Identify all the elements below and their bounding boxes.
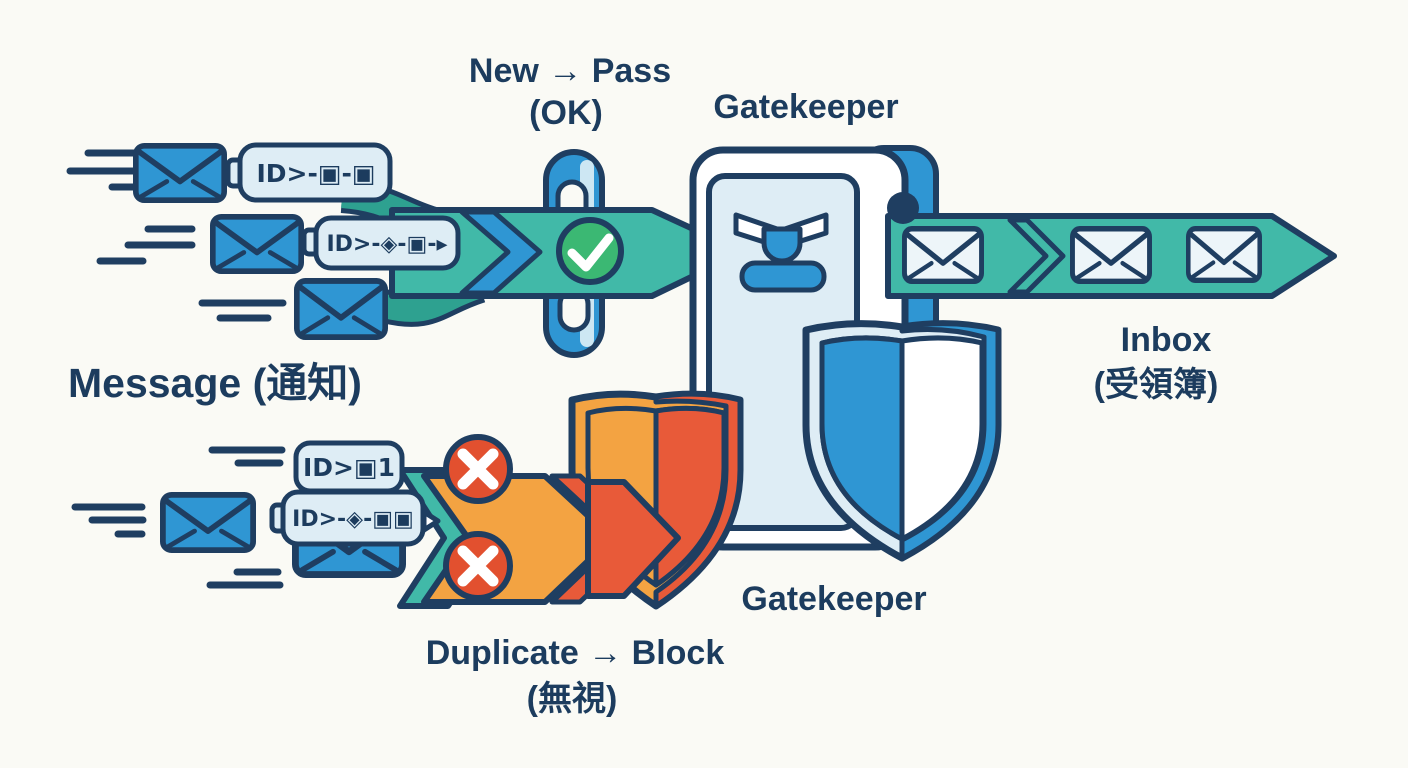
id-tag-label: ID>-◈-▣▣ — [292, 507, 414, 532]
envelope-icon — [1188, 229, 1259, 281]
label-gatekeeper-top: Gatekeeper — [713, 88, 898, 126]
envelope-icon — [904, 229, 981, 282]
label-inbox-ja: (受領簿) — [1094, 365, 1219, 404]
envelope-icon — [213, 217, 301, 271]
id-tag-top-second: ID>-◈-▣-▸ — [301, 215, 461, 271]
id-tag-top-first: ID>-▣-▣ — [225, 142, 393, 203]
tag-pointer-icon — [421, 509, 441, 533]
label-ok: (OK) — [529, 94, 603, 132]
check-badge — [556, 217, 624, 285]
check-icon — [567, 233, 614, 272]
id-tag-bottom-first: ID>▣1 — [293, 440, 405, 494]
label-inbox: Inbox — [1121, 321, 1212, 359]
speed-lines-bottom — [71, 446, 286, 589]
envelope-icon — [163, 495, 253, 550]
id-tag-label: ID>-▣-▣ — [257, 159, 376, 188]
label-ignore-ja: (無視) — [527, 680, 618, 718]
x-icon — [457, 545, 499, 587]
shield-left-half — [819, 335, 905, 542]
label-duplicate-block: Duplicate → Block — [426, 634, 725, 672]
block-badge-top — [443, 434, 513, 504]
chevron-icon — [459, 209, 543, 296]
shield-rim — [899, 321, 1001, 561]
label-new-pass: New → Pass — [469, 52, 671, 90]
shield-rim — [653, 391, 743, 609]
chevron-icon — [1007, 217, 1066, 295]
id-tag-label: ID>-◈-▣-▸ — [326, 232, 447, 257]
block-badge-bottom — [443, 531, 513, 601]
id-tag-bottom-second: ID>-◈-▣▣ — [269, 489, 441, 547]
nose — [761, 226, 803, 264]
label-gatekeeper-bottom: Gatekeeper — [741, 580, 926, 618]
envelope-icon — [297, 281, 385, 337]
slot-notch — [887, 192, 919, 224]
envelope-icon — [136, 146, 224, 200]
x-icon — [457, 448, 499, 490]
id-tag-label: ID>▣1 — [303, 453, 395, 482]
inbox-flow-arrow — [885, 192, 1337, 299]
gatekeeper-face-icon — [733, 212, 829, 293]
label-message: Message (通知) — [68, 360, 362, 406]
envelope-icon — [1072, 229, 1149, 282]
shield-blue-icon — [802, 320, 1002, 562]
shield-right-half — [653, 405, 727, 588]
mouth — [739, 260, 827, 293]
